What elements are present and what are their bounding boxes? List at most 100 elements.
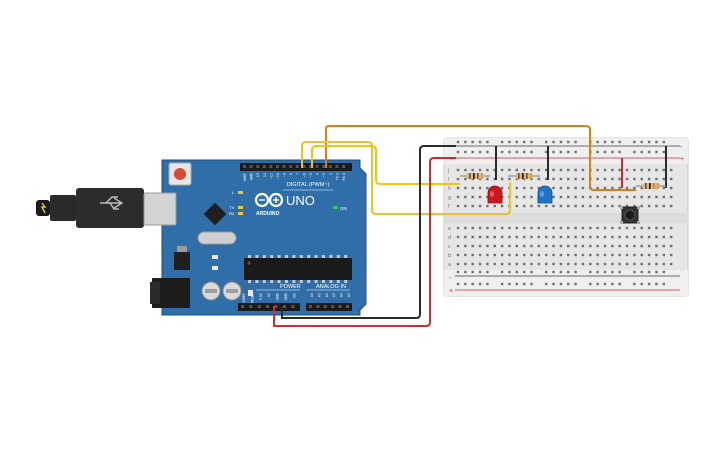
digital-pin-hole[interactable] bbox=[335, 165, 339, 168]
breadboard-hole[interactable] bbox=[552, 177, 555, 181]
wire-orange-pin2-to-button[interactable] bbox=[325, 125, 636, 191]
breadboard-hole[interactable] bbox=[471, 244, 474, 248]
rail-hole[interactable] bbox=[640, 270, 643, 274]
breadboard-hole[interactable] bbox=[611, 253, 614, 257]
breadboard-hole[interactable] bbox=[522, 168, 526, 172]
analog-pin-hole[interactable] bbox=[323, 305, 327, 308]
breadboard-hole[interactable] bbox=[581, 226, 585, 230]
breadboard-hole[interactable] bbox=[581, 244, 585, 248]
digital-pin-hole[interactable] bbox=[302, 165, 306, 168]
breadboard-hole[interactable] bbox=[669, 204, 673, 208]
breadboard-hole[interactable] bbox=[574, 226, 577, 230]
digital-pin-hole[interactable] bbox=[309, 165, 312, 168]
rail-hole[interactable] bbox=[647, 270, 651, 274]
breadboard-hole[interactable] bbox=[508, 168, 511, 172]
breadboard-hole[interactable] bbox=[500, 168, 504, 172]
rail-hole[interactable] bbox=[596, 140, 599, 144]
rail-hole[interactable] bbox=[508, 150, 511, 154]
rail-hole[interactable] bbox=[574, 270, 577, 274]
breadboard-hole[interactable] bbox=[662, 186, 665, 190]
breadboard-hole[interactable] bbox=[574, 195, 577, 199]
breadboard-hole[interactable] bbox=[633, 186, 636, 190]
rail-hole[interactable] bbox=[464, 150, 467, 154]
rail-hole[interactable] bbox=[559, 140, 563, 144]
breadboard-hole[interactable] bbox=[596, 253, 599, 257]
analog-pin-hole[interactable] bbox=[338, 305, 342, 308]
breadboard-hole[interactable] bbox=[530, 235, 533, 239]
breadboard-hole[interactable] bbox=[559, 204, 563, 208]
breadboard-hole[interactable] bbox=[611, 168, 614, 172]
resistor-3[interactable] bbox=[636, 183, 666, 189]
breadboard-hole[interactable] bbox=[515, 253, 518, 257]
breadboard-hole[interactable] bbox=[493, 226, 496, 230]
breadboard-hole[interactable] bbox=[603, 168, 607, 172]
breadboard-hole[interactable] bbox=[552, 204, 555, 208]
breadboard-hole[interactable] bbox=[581, 253, 585, 257]
breadboard-hole[interactable] bbox=[662, 253, 665, 257]
rail-hole[interactable] bbox=[552, 150, 555, 154]
breadboard-hole[interactable] bbox=[522, 253, 526, 257]
breadboard-hole[interactable] bbox=[581, 204, 585, 208]
breadboard-hole[interactable] bbox=[603, 195, 607, 199]
rail-hole[interactable] bbox=[567, 270, 570, 274]
rail-hole[interactable] bbox=[530, 140, 533, 144]
rail-hole[interactable] bbox=[603, 150, 607, 154]
rail-hole[interactable] bbox=[567, 140, 570, 144]
breadboard-hole[interactable] bbox=[471, 235, 474, 239]
breadboard-hole[interactable] bbox=[537, 168, 541, 172]
breadboard-hole[interactable] bbox=[493, 253, 496, 257]
rail-hole[interactable] bbox=[471, 282, 474, 286]
rail-hole[interactable] bbox=[655, 140, 658, 144]
breadboard-hole[interactable] bbox=[611, 226, 614, 230]
digital-pin-hole[interactable] bbox=[262, 165, 266, 168]
breadboard-hole[interactable] bbox=[552, 226, 555, 230]
rail-hole[interactable] bbox=[500, 140, 504, 144]
breadboard-hole[interactable] bbox=[662, 262, 665, 266]
breadboard-hole[interactable] bbox=[559, 168, 563, 172]
breadboard-hole[interactable] bbox=[493, 244, 496, 248]
breadboard-hole[interactable] bbox=[567, 244, 570, 248]
rail-hole[interactable] bbox=[611, 140, 614, 144]
breadboard-hole[interactable] bbox=[589, 235, 592, 239]
breadboard-hole[interactable] bbox=[618, 195, 621, 199]
rail-hole[interactable] bbox=[647, 140, 651, 144]
breadboard-hole[interactable] bbox=[500, 177, 504, 181]
breadboard-hole[interactable] bbox=[596, 226, 599, 230]
breadboard-hole[interactable] bbox=[515, 168, 518, 172]
breadboard-hole[interactable] bbox=[552, 235, 555, 239]
breadboard-hole[interactable] bbox=[486, 262, 489, 266]
breadboard-hole[interactable] bbox=[464, 253, 467, 257]
rail-hole[interactable] bbox=[478, 150, 482, 154]
rail-hole[interactable] bbox=[574, 282, 577, 286]
breadboard-hole[interactable] bbox=[662, 168, 665, 172]
rail-hole[interactable] bbox=[545, 150, 548, 154]
breadboard-hole[interactable] bbox=[522, 235, 526, 239]
breadboard-hole[interactable] bbox=[456, 226, 460, 230]
rail-hole[interactable] bbox=[530, 270, 533, 274]
breadboard-hole[interactable] bbox=[486, 244, 489, 248]
breadboard-hole[interactable] bbox=[508, 262, 511, 266]
rail-hole[interactable] bbox=[464, 270, 467, 274]
breadboard-hole[interactable] bbox=[589, 244, 592, 248]
breadboard-hole[interactable] bbox=[625, 195, 629, 199]
rail-hole[interactable] bbox=[478, 282, 482, 286]
rail-hole[interactable] bbox=[589, 270, 592, 274]
breadboard-hole[interactable] bbox=[552, 168, 555, 172]
rail-hole[interactable] bbox=[640, 282, 643, 286]
breadboard-hole[interactable] bbox=[647, 262, 651, 266]
breadboard-hole[interactable] bbox=[530, 244, 533, 248]
rail-hole[interactable] bbox=[515, 140, 518, 144]
breadboard-hole[interactable] bbox=[662, 226, 665, 230]
rail-hole[interactable] bbox=[545, 140, 548, 144]
rail-hole[interactable] bbox=[471, 140, 474, 144]
breadboard-hole[interactable] bbox=[618, 253, 621, 257]
breadboard-hole[interactable] bbox=[537, 262, 541, 266]
breadboard-hole[interactable] bbox=[567, 204, 570, 208]
rail-hole[interactable] bbox=[478, 140, 482, 144]
breadboard-hole[interactable] bbox=[537, 177, 541, 181]
rail-hole[interactable] bbox=[647, 150, 651, 154]
rail-hole[interactable] bbox=[647, 282, 651, 286]
breadboard-hole[interactable] bbox=[640, 195, 643, 199]
breadboard-hole[interactable] bbox=[515, 244, 518, 248]
breadboard-hole[interactable] bbox=[486, 204, 489, 208]
